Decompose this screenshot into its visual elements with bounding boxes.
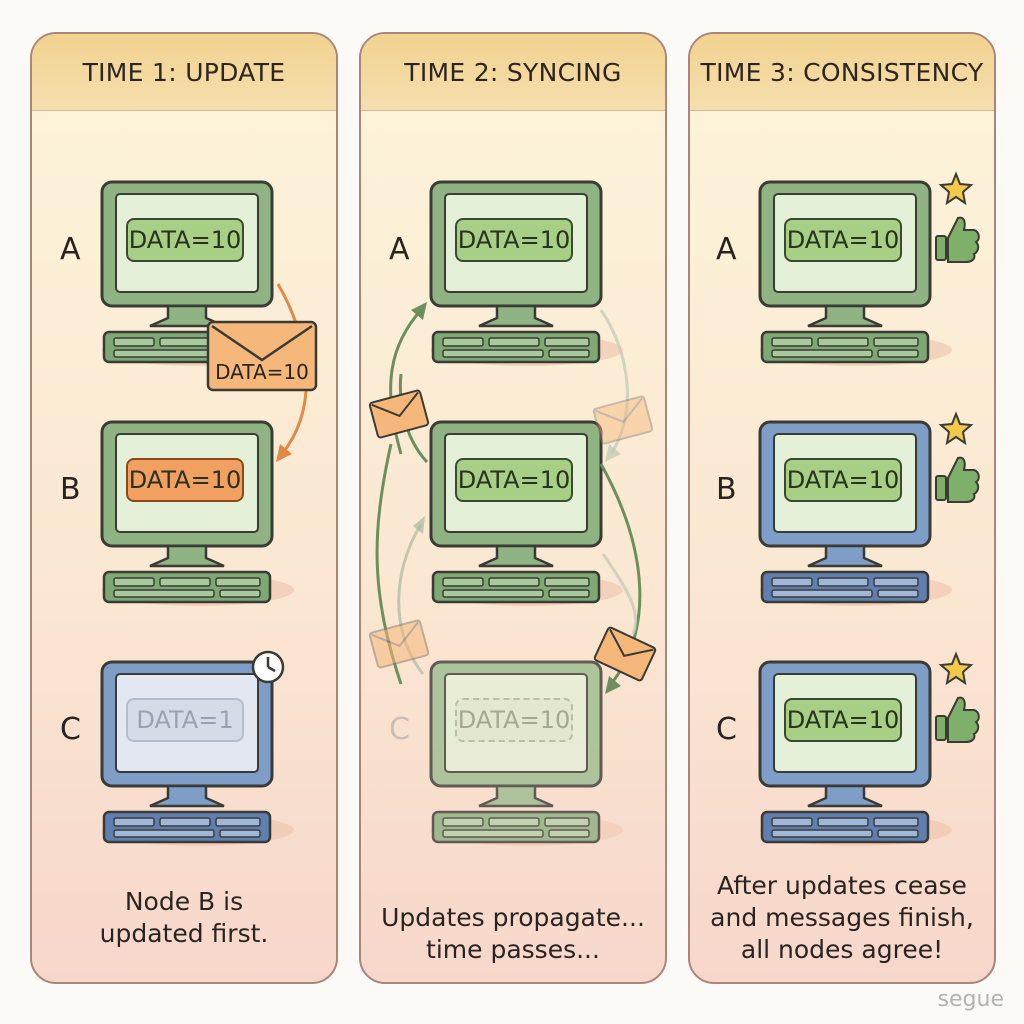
envelope-icon (368, 619, 430, 669)
computer-node-b: DATA=10 (427, 418, 627, 608)
arrow-icon (599, 309, 642, 694)
star-icon (938, 651, 974, 686)
panel-1-caption: Node B is updated first. (32, 886, 336, 950)
caption-line: time passes... (426, 935, 600, 964)
envelope-icon (368, 389, 430, 439)
panel-3-overlay (935, 171, 980, 743)
panel-1-overlay (206, 283, 318, 684)
node-label-c: C (716, 712, 737, 747)
data-value-a: DATA=10 (126, 218, 244, 262)
panel-2-caption: Updates propagate... time passes... (361, 902, 665, 966)
panel-time-1: TIME 1: UPDATE A B C DATA=10 (30, 32, 338, 984)
computer-node-b: DATA=10 (98, 418, 298, 608)
data-value-c: DATA=10 (455, 698, 573, 742)
node-label-c: C (389, 712, 410, 747)
envelope-icon (206, 320, 318, 392)
computer-node-a: DATA=10 (756, 178, 956, 368)
node-label-c: C (60, 712, 81, 747)
panel-title: TIME 1: UPDATE (32, 34, 336, 111)
node-label-b: B (716, 472, 737, 507)
star-icon (938, 171, 974, 206)
caption-line: Node B is (124, 887, 244, 916)
node-label-a: A (389, 232, 410, 267)
data-value-c: DATA=10 (784, 698, 902, 742)
thumbs-up-icon (935, 216, 980, 263)
watermark: segue (937, 987, 1004, 1012)
node-label-a: A (716, 232, 737, 267)
thumbs-up-icon (935, 696, 980, 743)
thumbs-up-icon (935, 456, 980, 503)
computer-node-c: DATA=10 (756, 658, 956, 848)
computer-node-a: DATA=10 (98, 178, 298, 368)
panel-time-2: TIME 2: SYNCING A C DATA=10 (359, 32, 667, 984)
panel-title: TIME 2: SYNCING (361, 34, 665, 111)
node-label-a: A (60, 232, 81, 267)
data-value-c: DATA=1 (126, 698, 244, 742)
envelope-message-label: DATA=10 (215, 360, 309, 384)
envelope-icon (592, 395, 654, 445)
panel-2-overlay (368, 302, 657, 694)
computer-node-c: DATA=10 (427, 658, 627, 848)
caption-line: and messages finish, (710, 903, 974, 932)
data-value-a: DATA=10 (455, 218, 573, 262)
caption-line: Updates propagate... (381, 903, 645, 932)
data-value-a: DATA=10 (784, 218, 902, 262)
computer-node-c: DATA=1 (98, 658, 298, 848)
panel-3-caption: After updates cease and messages finish,… (690, 870, 994, 966)
node-label-b: B (60, 472, 81, 507)
data-value-b: DATA=10 (126, 458, 244, 502)
envelope-icon (593, 626, 657, 682)
caption-line: After updates cease (717, 871, 967, 900)
star-icon (938, 411, 974, 446)
panel-title: TIME 3: CONSISTENCY (690, 34, 994, 111)
computer-node-a: DATA=10 (427, 178, 627, 368)
data-value-b: DATA=10 (455, 458, 573, 502)
data-value-b: DATA=10 (784, 458, 902, 502)
caption-line: updated first. (99, 919, 269, 948)
computer-node-b: DATA=10 (756, 418, 956, 608)
panel-time-3: TIME 3: CONSISTENCY A B C DATA=10 (688, 32, 996, 984)
caption-line: all nodes agree! (740, 935, 944, 964)
clock-icon (251, 650, 285, 684)
